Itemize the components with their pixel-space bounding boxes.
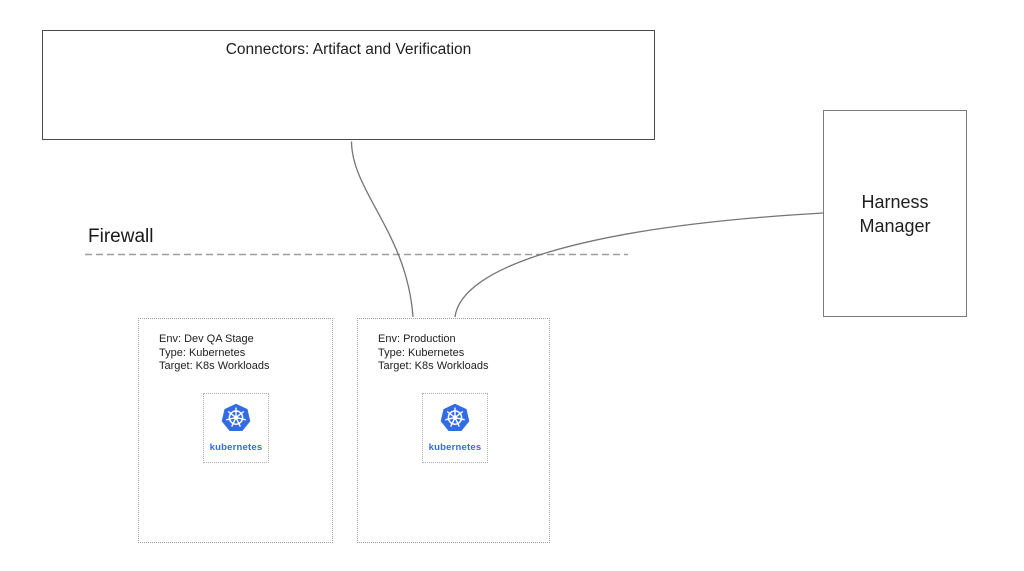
cluster-type: Type: Kubernetes [378,346,465,359]
harness-manager-label: Harness Manager [859,191,931,236]
cluster-target: Target: K8s Workloads [159,360,270,372]
kubernetes-wordmark: kubernetes [428,442,482,453]
harness-manager-box: Harness Manager [823,110,967,317]
wire-harness-to-production [454,212,824,318]
cluster-box-dev-qa-stage: Env: Dev QA Stage Type: Kubernetes Targe… [138,318,333,543]
kubernetes-tile: kubernetes [203,393,269,463]
kubernetes-tile: kubernetes [422,393,488,463]
kubernetes-wordmark: kubernetes [209,442,263,453]
connectors-box-title: Connectors: Artifact and Verification [225,41,472,58]
connectors-box: Connectors: Artifact and Verification [42,30,655,140]
firewall-label: Firewall [88,226,154,247]
cluster-env: Env: Production [378,333,456,345]
cluster-box-production: Env: Production Type: Kubernetes Target:… [357,318,550,543]
kubernetes-icon [221,403,251,438]
cluster-meta: Env: Production Type: Kubernetes Target:… [378,333,488,374]
wire-connectors-to-production [350,141,414,318]
cluster-env: Env: Dev QA Stage [159,333,254,345]
kubernetes-icon [440,403,470,438]
cluster-target: Target: K8s Workloads [378,360,489,372]
cluster-type: Type: Kubernetes [159,346,246,359]
cluster-meta: Env: Dev QA Stage Type: Kubernetes Targe… [159,333,269,374]
